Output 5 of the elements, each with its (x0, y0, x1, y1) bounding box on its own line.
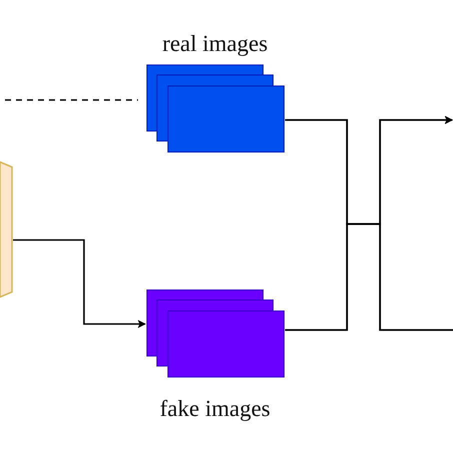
stack-label: real images (161, 32, 269, 55)
arrow (13, 239, 146, 328)
stack-label: fake images (158, 397, 272, 420)
connector-line (285, 223, 453, 331)
dashed-line (5, 99, 138, 101)
